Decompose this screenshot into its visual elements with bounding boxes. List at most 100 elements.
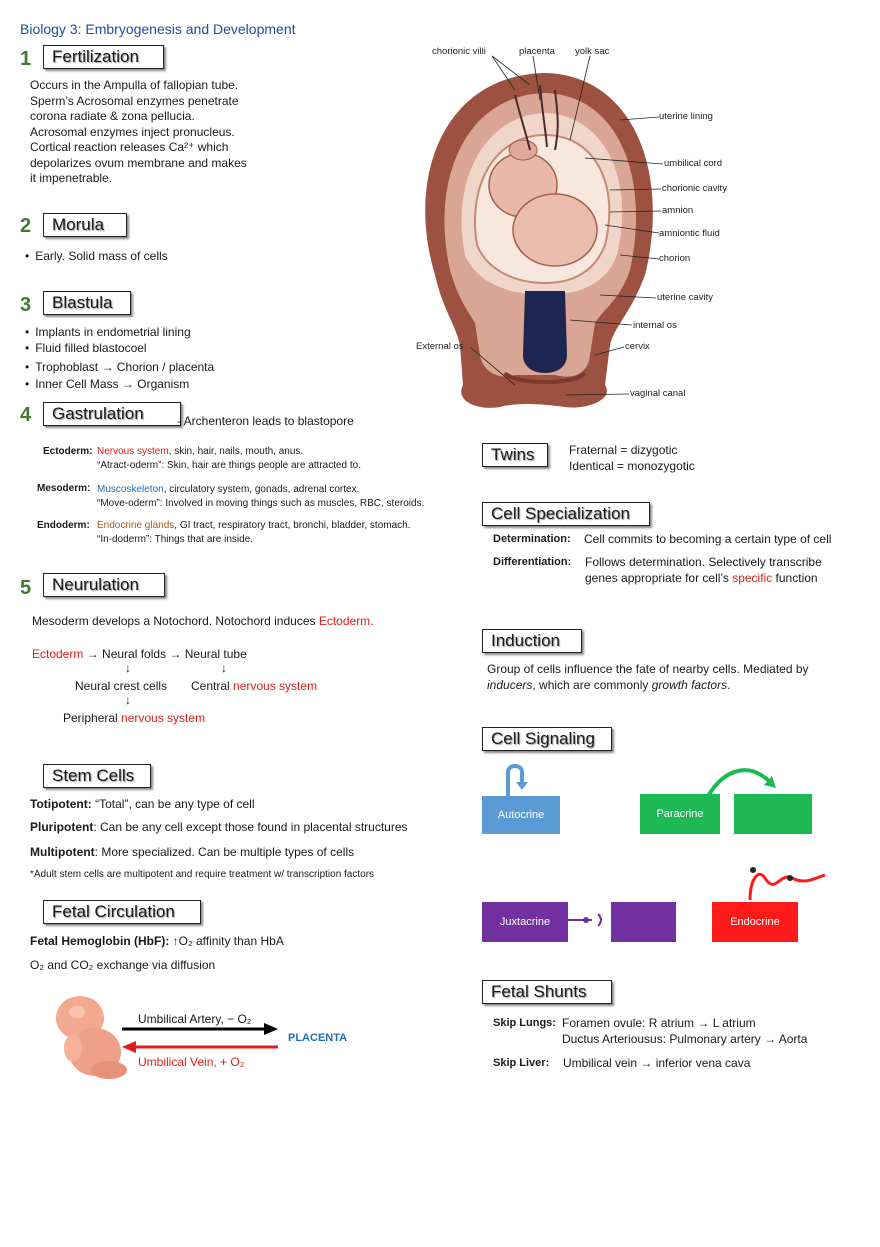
juxtacrine-label: Juxtacrine: [499, 916, 551, 928]
endocrine-label: Endocrine: [730, 916, 780, 928]
text-line: corona radiate & zona pellucia.: [30, 109, 195, 123]
ectoderm-text: Nervous system, skin, hair, nails, mouth…: [97, 445, 457, 473]
multipotent-line: Multipotent: More specialized. Can be mu…: [30, 845, 354, 861]
text-line: Acrosomal enzymes inject pronucleus.: [30, 124, 235, 139]
neural-crest: Neural crest cells: [75, 679, 168, 693]
blastula-heading: Blastula: [43, 291, 131, 315]
label-cervix: cervix: [625, 341, 650, 352]
twins-heading: Twins: [482, 443, 548, 467]
list-item: Trophoblast → Chorion / placenta: [25, 360, 214, 377]
label-amniotic-fluid: amniontic fluid: [659, 228, 720, 239]
list-item: Implants in endometrial lining: [25, 325, 214, 341]
label-internal-os: internal os: [633, 320, 677, 331]
text-line: Cortical reaction releases Ca²⁺ which: [30, 140, 229, 154]
text: , which are commonly: [532, 677, 652, 692]
down-arrow-icon: ↓: [125, 661, 131, 675]
paracrine-label: Paracrine: [656, 808, 704, 820]
text: Peripheral: [63, 711, 122, 725]
list-item: Inner Cell Mass → Organism: [25, 377, 214, 393]
differentiation-text: Follows determination. Selectively trans…: [585, 555, 822, 586]
hbf-line: Fetal Hemoglobin (HbF): ↑O₂ affinity tha…: [30, 934, 284, 950]
label-placenta: placenta: [519, 46, 555, 57]
list-item: Fluid filled blastocoel: [25, 341, 214, 360]
umbilical-vein-label: Umbilical Vein, + O₂: [138, 1055, 245, 1069]
morula-heading: Morula: [43, 213, 127, 237]
twins-identical: Identical = monozygotic: [569, 459, 695, 473]
section-number: 1: [20, 48, 32, 70]
autocrine-label: Autocrine: [497, 809, 545, 821]
label-external-os: External os: [416, 341, 464, 352]
down-arrow-icon: ↓: [125, 693, 131, 707]
label-chorion: chorion: [659, 253, 691, 264]
down-arrow-icon: ↓: [221, 661, 227, 675]
skip-liver-label: Skip Liver:: [493, 1057, 550, 1069]
totipotent-line: Totipotent: “Total”, can be any type of …: [30, 797, 255, 813]
label-amnion: amnion: [662, 205, 694, 216]
juxtacrine-target-cell: [611, 902, 676, 942]
text: Mesoderm develops a Notochord. Notochord…: [32, 614, 319, 628]
section-number: 5: [20, 577, 32, 599]
morula-item: Early. Solid mass of cells: [25, 249, 168, 265]
text: .: [727, 677, 731, 692]
text-line: Follows determination. Selectively trans…: [585, 555, 822, 569]
ectoderm-mnemonic: “Atract-oderm”: Skin, hair are things pe…: [97, 460, 362, 471]
juxtacrine-cell: Juxtacrine: [482, 902, 568, 942]
section-number: 4: [20, 404, 32, 426]
autocrine-cell: Autocrine: [482, 796, 560, 834]
cell-specialization-heading: Cell Specialization: [482, 502, 650, 526]
label-vaginal-canal: vaginal canal: [630, 388, 686, 399]
cell-signaling-heading: Cell Signaling: [482, 727, 612, 751]
circulation-arrows: [122, 1023, 278, 1053]
section-number: 2: [20, 215, 32, 237]
label: Pluripotent: [30, 820, 94, 834]
ectoderm-rest: , skin, hair, nails, mouth, anus.: [168, 446, 304, 457]
endoderm-label: Endoderm:: [37, 520, 90, 531]
gastrulation-heading: Gastrulation: [43, 402, 181, 426]
text: ↑O₂ affinity than HbA: [169, 934, 284, 948]
induction-heading: Induction: [482, 629, 582, 653]
ns-term: nervous system: [121, 711, 206, 725]
fetal-shunts-heading: Fetal Shunts: [482, 980, 612, 1004]
text-line: depolarizes ovum membrane and makes: [30, 155, 247, 170]
induction-text: Group of cells influence the fate of nea…: [487, 662, 837, 693]
text-line: Group of cells influence the fate of nea…: [487, 662, 809, 676]
endoderm-text: Endocrine glands, GI tract, respiratory …: [97, 519, 467, 547]
mesoderm-mnemonic: “Move-oderm”: Involved in moving things …: [97, 498, 425, 509]
stem-cells-note: *Adult stem cells are multipotent and re…: [30, 869, 375, 880]
stem-cells-heading: Stem Cells: [43, 764, 151, 788]
fetus-icon: [56, 996, 127, 1079]
label-yolk-sac: yolk sac: [575, 46, 610, 57]
diagram-leader-lines: [469, 55, 664, 396]
specific-term: specific: [732, 570, 773, 585]
text: function: [772, 570, 818, 585]
paracrine-cell: Paracrine: [640, 794, 720, 834]
paracrine-target-cell: [734, 794, 812, 834]
twins-fraternal: Fraternal = dizygotic: [569, 443, 678, 457]
determination-text: Cell commits to becoming a certain type …: [584, 532, 832, 546]
mesoderm-key: Muscoskeleton: [97, 484, 164, 495]
flow-text: → Neural folds → Neural tube: [83, 647, 247, 661]
mesoderm-text: Muscoskeleton, circulatory system, gonad…: [97, 483, 467, 511]
skip-lungs-line-1: Foramen ovule: R atrium → L atrium: [562, 1016, 756, 1030]
label-chorionic-villi: chorionic villi: [432, 46, 486, 57]
endoderm-mnemonic: “In-doderm”: Things that are inside.: [97, 534, 254, 545]
ns-term: nervous system: [233, 679, 318, 693]
ectoderm-label: Ectoderm:: [43, 446, 93, 457]
fetal-circulation-heading: Fetal Circulation: [43, 900, 201, 924]
label-uterine-cavity: uterine cavity: [657, 292, 713, 303]
text-line: Occurs in the Ampulla of fallopian tube.: [30, 78, 239, 92]
neurulation-line: Mesoderm develops a Notochord. Notochord…: [32, 614, 374, 630]
mesoderm-rest: , circulatory system, gonads, adrenal co…: [163, 484, 360, 495]
skip-lungs-label: Skip Lungs:: [493, 1017, 556, 1029]
label: Multipotent: [30, 845, 95, 859]
skip-lungs-line-2: Ductus Arteriousus: Pulmonary artery → A…: [562, 1032, 808, 1046]
placenta-label: PLACENTA: [288, 1032, 348, 1044]
text: : More specialized. Can be multiple type…: [94, 845, 355, 859]
differentiation-label: Differentiation:: [493, 556, 572, 568]
uterus-diagram: [425, 73, 653, 408]
text-line: Sperm’s Acrosomal enzymes penetrate: [30, 93, 239, 108]
endoderm-rest: , GI tract, respiratory tract, bronchi, …: [174, 520, 411, 531]
gastrulation-note: - Archenteron leads to blastopore: [177, 414, 354, 428]
text-line: genes appropriate for cell’s specific fu…: [585, 571, 822, 587]
endoderm-key: Endocrine glands: [97, 520, 175, 531]
